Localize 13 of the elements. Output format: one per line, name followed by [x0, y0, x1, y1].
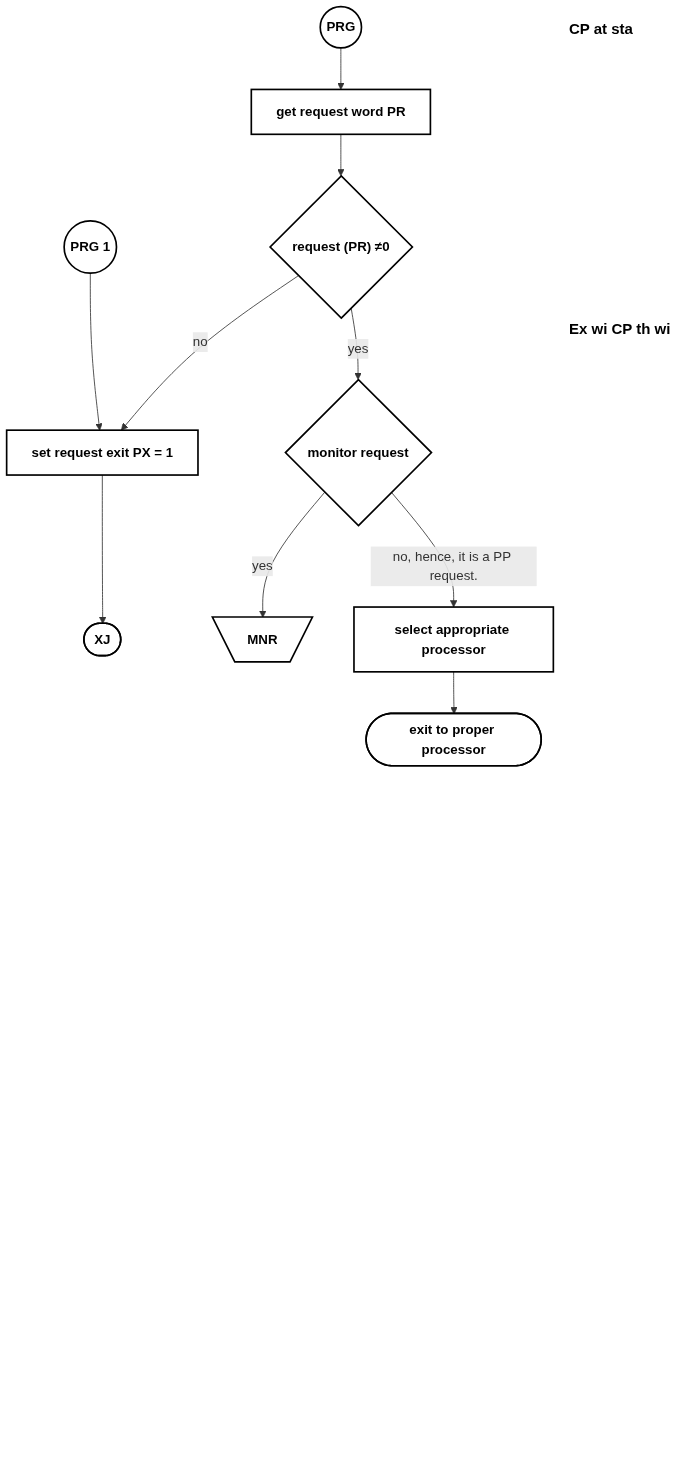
node-box: get request word PR [250, 88, 432, 136]
node-box: select appropriate processor [353, 606, 555, 673]
edge-label: yes [347, 341, 369, 356]
node-diamond: request (PR) ≠0 [268, 174, 414, 320]
edge-label: no, hence, it is a PP request. [392, 548, 511, 583]
note-text: CP at sta [569, 20, 634, 37]
node-circle: PRG [319, 5, 363, 49]
node-diamond: monitor request [284, 378, 433, 527]
note-text: Ex wi CP th wi [569, 320, 672, 337]
node-box: set request exit PX = 1 [5, 429, 199, 476]
edge-label: no [192, 334, 208, 349]
edge-label: yes [252, 558, 273, 573]
node-circle: PRG 1 [63, 219, 118, 274]
